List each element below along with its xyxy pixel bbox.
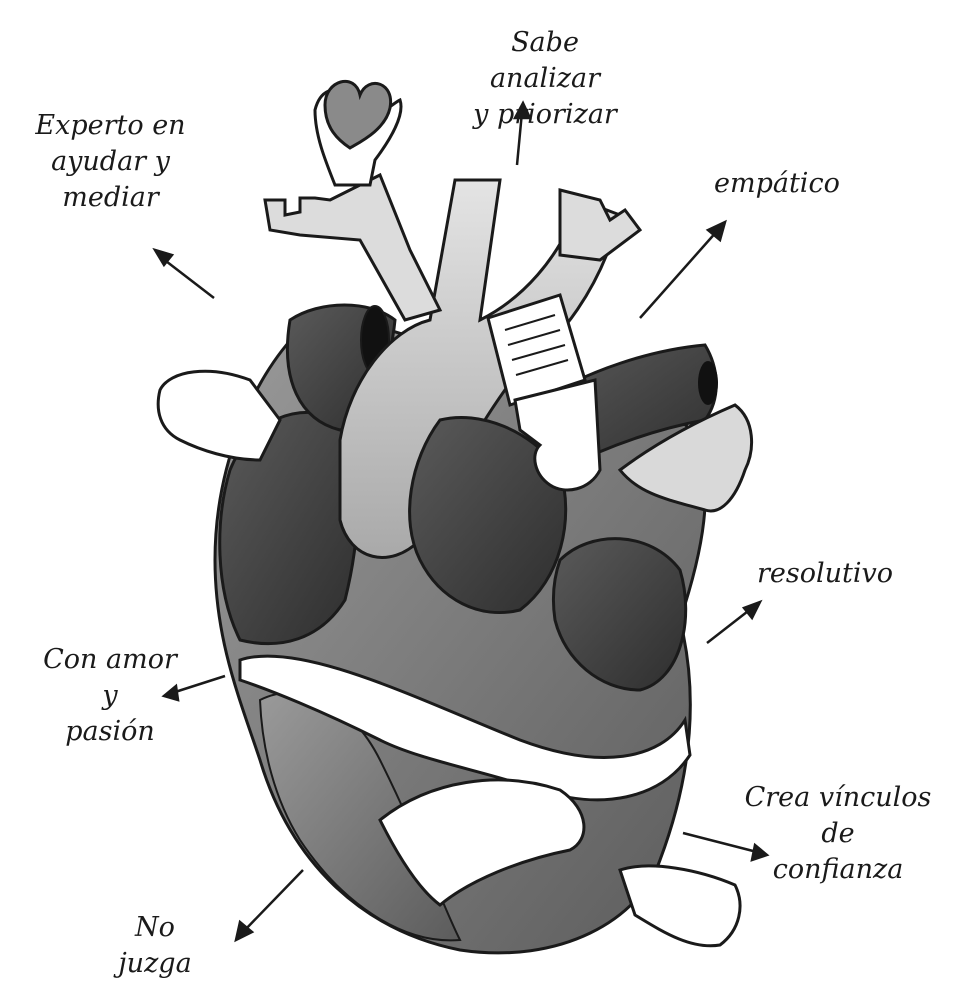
arrow-empathic xyxy=(639,229,719,319)
paper-hand xyxy=(513,378,602,492)
hug-arm xyxy=(238,654,692,802)
arrow-analyze xyxy=(515,111,524,166)
label-analyze: Sabe analizar y priorizar xyxy=(473,27,617,130)
inner-chamber xyxy=(408,415,568,615)
label-resolute: resolutivo xyxy=(757,558,894,589)
right-hands xyxy=(618,864,742,948)
paper-note xyxy=(486,293,587,407)
right-chamber xyxy=(551,537,688,692)
label-empathic: empático xyxy=(714,168,840,199)
left-chamber xyxy=(218,410,359,646)
right-vessel xyxy=(617,403,754,513)
lower-arm xyxy=(378,778,586,907)
label-love: Con amor y pasión xyxy=(43,644,177,747)
label-bonds: Crea vínculos de confianza xyxy=(744,782,932,885)
arrow-judge xyxy=(242,869,304,933)
arrow-bonds xyxy=(682,831,758,854)
arrow-help xyxy=(161,257,215,299)
arrow-love xyxy=(171,674,226,695)
arrows xyxy=(152,100,770,943)
right-branch xyxy=(558,188,643,262)
small-heart xyxy=(323,79,393,150)
left-hands xyxy=(156,369,282,462)
left-branch xyxy=(263,172,443,322)
arrow-resolute xyxy=(706,607,753,644)
label-judge: No juzga xyxy=(118,912,192,979)
label-help: Experto en ayudar y mediar xyxy=(35,110,186,213)
